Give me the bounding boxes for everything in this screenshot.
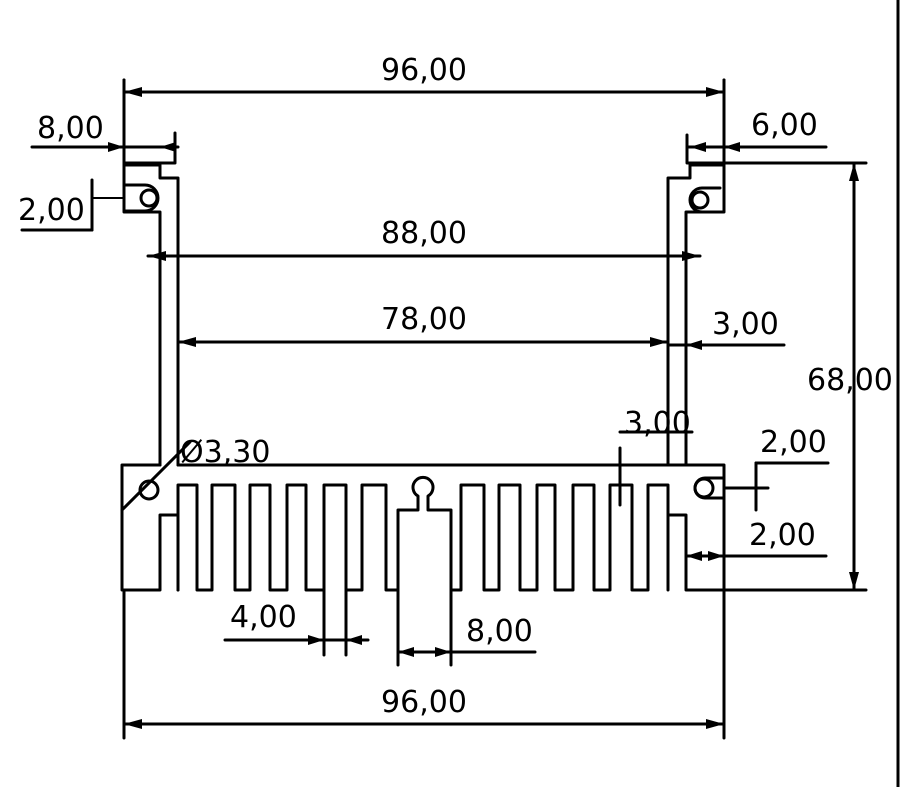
label-fin-gap: 4,00 (230, 600, 297, 635)
label-wall-thickness: 3,00 (712, 307, 779, 342)
label-center-fin-width: 8,00 (466, 614, 533, 649)
label-overall-width-top: 96,00 (381, 53, 467, 88)
label-right-slot-offset: 2,00 (760, 425, 827, 460)
label-left-slot-offset: 2,00 (18, 193, 85, 228)
label-base-thickness: 3,00 (624, 406, 691, 441)
heatsink-outline (120, 78, 726, 592)
label-left-lip-width: 8,00 (37, 111, 104, 146)
label-hole-diameter: Ø3,30 (180, 435, 270, 470)
label-inner-span: 88,00 (381, 216, 467, 251)
dimension-labels: 96,00 8,00 6,00 2,00 88,00 78,00 3,00 68… (18, 53, 893, 720)
label-overall-height: 68,00 (807, 363, 893, 398)
label-right-lip-width: 6,00 (751, 108, 818, 143)
label-side-fin-offset: 2,00 (749, 518, 816, 553)
dimension-lines (20, 78, 868, 740)
label-cavity-width: 78,00 (381, 302, 467, 337)
label-overall-width-bottom: 96,00 (381, 685, 467, 720)
